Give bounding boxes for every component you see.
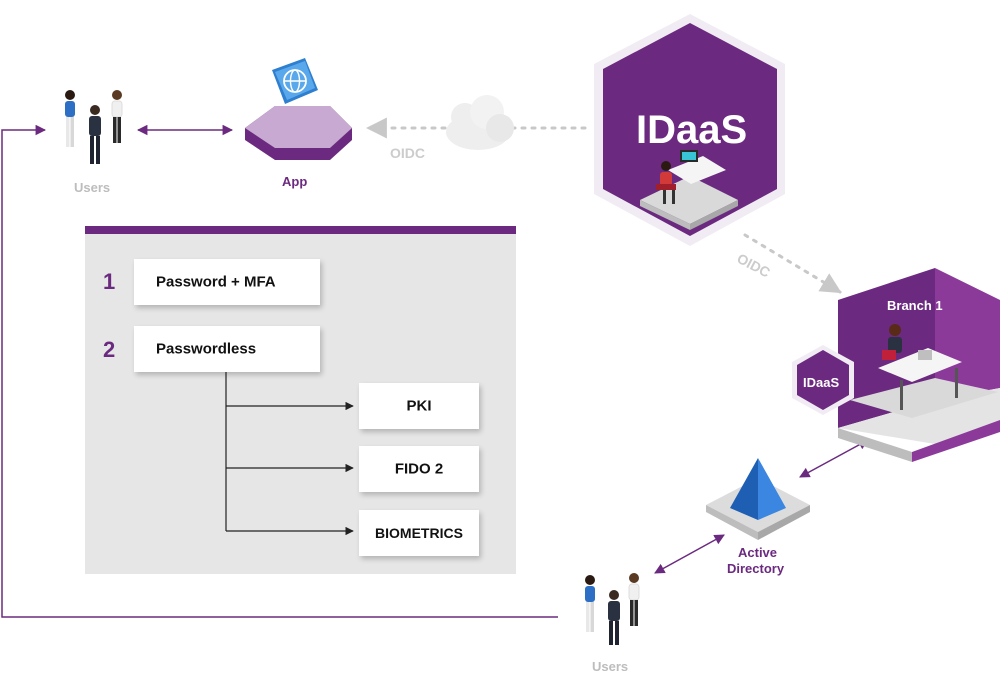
users-top-label: Users <box>74 180 111 195</box>
option-label: BIOMETRICS <box>375 525 463 541</box>
active-directory-label-line2: Directory <box>727 561 785 576</box>
idaas-main-label: IDaaS <box>636 108 748 152</box>
option-label: PKI <box>406 397 432 415</box>
branch-ad-connector <box>799 439 869 478</box>
loop-connector <box>1 124 558 618</box>
idaas-small-label: IDaaS <box>803 375 840 390</box>
auth-methods-panel: 1 Password + MFA 2 Passwordless PKI FIDO… <box>85 226 516 574</box>
branch-label: Branch 1 <box>887 298 943 313</box>
app-platform-icon <box>245 58 352 160</box>
users-group-bottom-icon <box>585 573 640 645</box>
active-directory-icon <box>706 458 810 540</box>
ad-users-connector <box>654 534 725 574</box>
oidc-app-label: OIDC <box>390 145 425 161</box>
option-biometrics: BIOMETRICS <box>359 510 479 556</box>
option-pki: PKI <box>359 383 479 429</box>
users-bottom-label: Users <box>592 659 629 674</box>
oidc-branch-connector <box>743 233 842 294</box>
globe-tile-icon <box>272 58 318 104</box>
cloud-icon <box>446 95 514 150</box>
method-label: Passwordless <box>156 340 257 358</box>
passwordless-branch-lines <box>225 372 354 536</box>
app-label: App <box>282 174 308 189</box>
method-label: Password + MFA <box>156 273 276 291</box>
users-group-top-icon <box>65 90 123 164</box>
active-directory-label-line1: Active <box>738 545 778 560</box>
option-fido2: FIDO 2 <box>359 446 479 492</box>
method-password-mfa: Password + MFA <box>134 259 320 305</box>
branch-room-icon <box>838 268 1000 462</box>
panel-accent-bar <box>85 226 516 234</box>
idaas-main-hexagon-icon <box>594 14 785 246</box>
option-label: FIDO 2 <box>394 460 444 478</box>
idaas-small-hexagon-icon <box>792 345 854 415</box>
method-number-1: 1 <box>103 269 116 294</box>
method-number-2: 2 <box>103 337 116 362</box>
method-passwordless: Passwordless <box>134 326 320 372</box>
